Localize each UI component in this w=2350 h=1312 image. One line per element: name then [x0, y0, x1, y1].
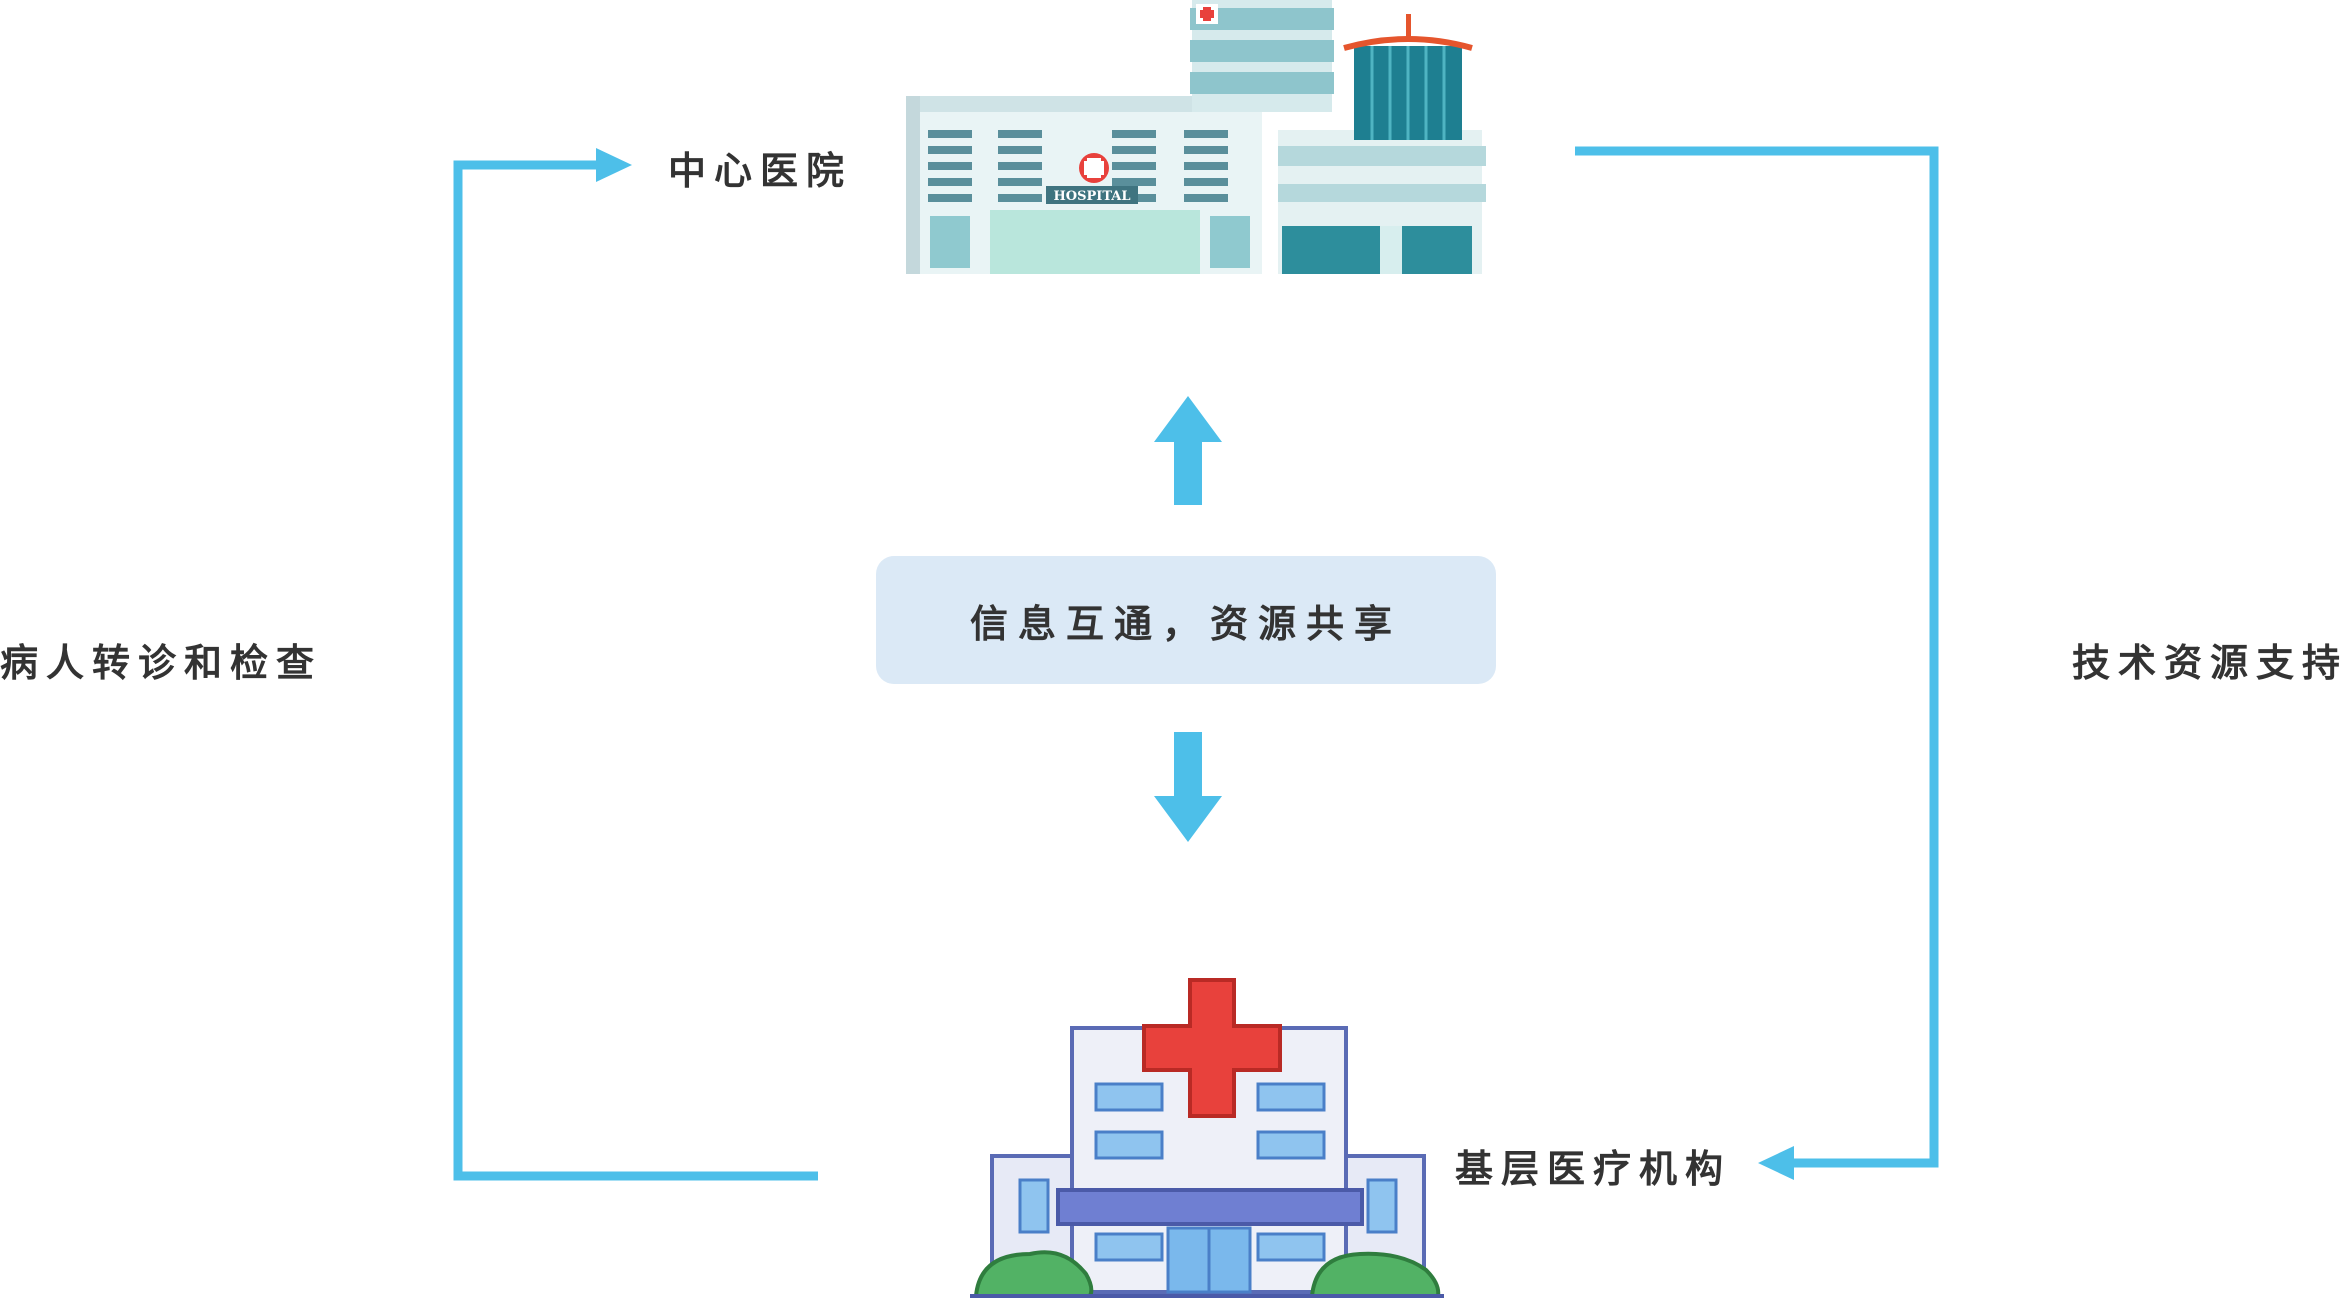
info-sharing-text: 信息互通，资源共享	[969, 601, 1402, 646]
up-arrow-icon	[1154, 396, 1222, 505]
down-arrow-icon	[1154, 732, 1222, 842]
patient-referral-label: 病人转诊和检查	[0, 641, 323, 685]
left-flow-arrow	[453, 148, 818, 1181]
right-flow-arrow	[1575, 146, 1939, 1180]
info-sharing-box: 信息互通，资源共享	[876, 556, 1496, 684]
technical-support-label: 技术资源支持	[2072, 641, 2349, 685]
central-hospital-label: 中心医院	[668, 149, 853, 193]
grassroots-clinic-icon	[970, 978, 1444, 1298]
central-hospital-icon: HOSPITAL	[906, 0, 1486, 274]
hospital-sign: HOSPITAL	[1053, 189, 1130, 204]
grassroots-institution-label: 基层医疗机构	[1455, 1147, 1732, 1191]
